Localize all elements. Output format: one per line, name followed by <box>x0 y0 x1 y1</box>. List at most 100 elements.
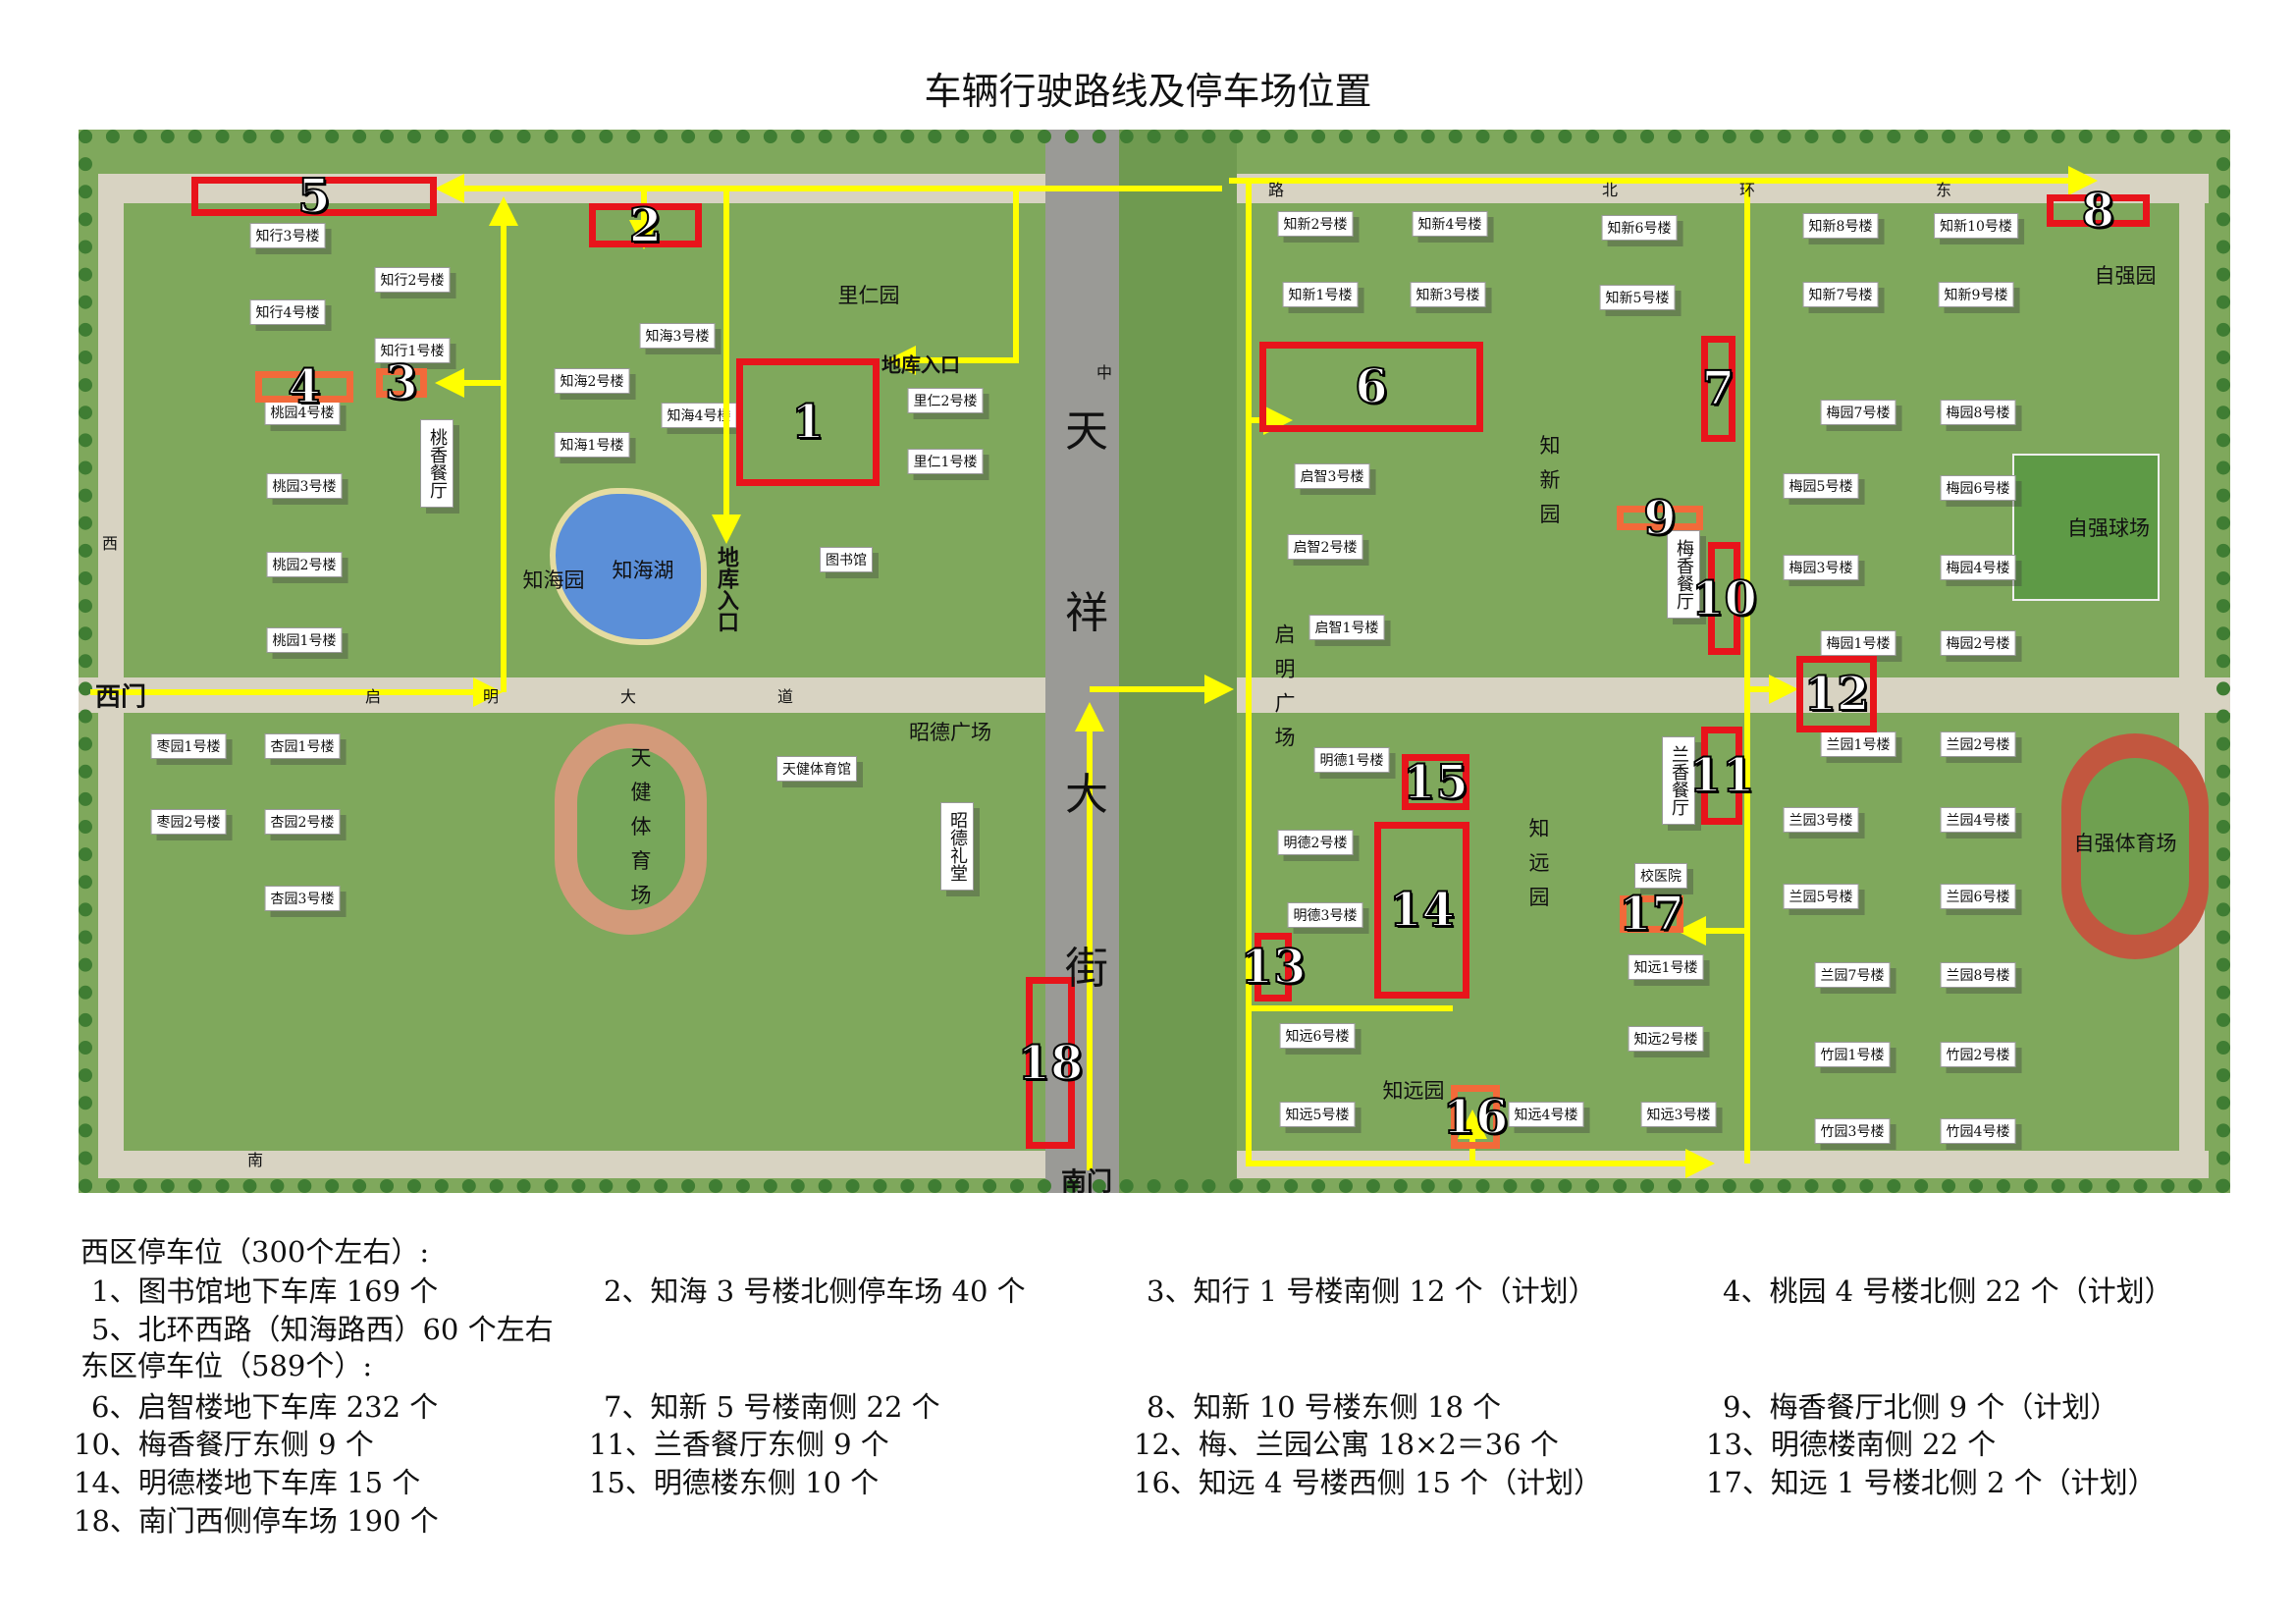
legend-item: 6、启智楼地下车库 232 个 <box>91 1390 439 1424</box>
building-label: 兰园2号楼 <box>1940 731 2016 757</box>
parking-number: 8 <box>2081 183 2115 240</box>
building-label: 梅园6号楼 <box>1940 475 2016 501</box>
building-label: 知远1号楼 <box>1628 954 1704 980</box>
parking-marker-7: 7 <box>1701 336 1735 442</box>
area-label: 自强球场 <box>2067 516 2150 540</box>
legend-item: 10、梅香餐厅东侧 9 个 <box>74 1428 374 1461</box>
building-label: 兰香餐厅 <box>1662 736 1695 825</box>
building-label: 知新2号楼 <box>1277 211 1354 237</box>
building-label: 桃园1号楼 <box>266 627 343 653</box>
west-ring-road <box>98 174 124 1175</box>
legend-item: 1、图书馆地下车库 169 个 <box>91 1274 439 1308</box>
area-label: 里仁园 <box>837 284 900 307</box>
street-char: 祥 <box>1065 588 1108 638</box>
building-label: 梅园8号楼 <box>1940 400 2016 425</box>
building-label: 梅园4号楼 <box>1940 555 2016 580</box>
building-label: 昭德礼堂 <box>940 802 974 891</box>
parking-marker-4: 4 <box>255 358 353 415</box>
parking-marker-8: 8 <box>2047 183 2150 240</box>
parking-number: 7 <box>1701 360 1735 417</box>
parking-number: 9 <box>1642 490 1677 547</box>
route-south-loop <box>1246 1008 1715 1178</box>
legend-item: 5、北环西路（知海路西）60 个左右 <box>91 1313 554 1346</box>
legend-item: 3、知行 1 号楼南侧 12 个（计划） <box>1147 1274 1597 1308</box>
building-label: 竹园1号楼 <box>1814 1042 1891 1067</box>
area-label: 启明广场 <box>1272 623 1296 761</box>
legend-item: 14、明德楼地下车库 15 个 <box>74 1466 421 1499</box>
area-label: 昭德广场 <box>909 721 991 744</box>
street-char: 大 <box>1065 770 1108 820</box>
legend-item: 9、梅香餐厅北侧 9 个（计划） <box>1723 1390 2119 1424</box>
building-label: 明德2号楼 <box>1277 830 1354 855</box>
parking-number: 15 <box>1402 754 1469 811</box>
area-label: 知新园 <box>1537 434 1561 538</box>
road-label: 路 <box>1267 181 1285 199</box>
legend-item: 15、明德楼东侧 10 个 <box>589 1466 880 1499</box>
median-green-strip <box>1119 130 1237 1193</box>
building-label: 知远2号楼 <box>1628 1026 1704 1052</box>
parking-marker-11: 11 <box>1688 727 1755 825</box>
building-label: 梅园2号楼 <box>1940 630 2016 656</box>
building-label: 知行2号楼 <box>374 267 451 293</box>
parking-marker-12: 12 <box>1796 656 1877 732</box>
area-label: 自强园 <box>2094 264 2157 288</box>
building-label: 启智1号楼 <box>1308 615 1385 640</box>
building-label: 知远6号楼 <box>1279 1023 1356 1049</box>
parking-number: 14 <box>1388 882 1456 939</box>
parking-marker-18: 18 <box>1017 977 1084 1149</box>
road-label: 东 <box>1935 181 1952 199</box>
building-label: 兰园4号楼 <box>1940 807 2016 833</box>
parking-marker-3: 3 <box>376 354 427 411</box>
parking-number: 11 <box>1688 747 1756 804</box>
parking-marker-13: 13 <box>1240 933 1307 1001</box>
area-label: 知海园 <box>522 568 585 592</box>
building-label: 知行1号楼 <box>374 338 451 363</box>
building-label: 杏园2号楼 <box>264 809 341 835</box>
building-label: 竹园2号楼 <box>1940 1042 2016 1067</box>
building-label: 枣园2号楼 <box>150 809 227 835</box>
building-label: 天健体育馆 <box>776 756 857 782</box>
building-label: 竹园4号楼 <box>1940 1118 2016 1144</box>
building-label: 启智2号楼 <box>1287 534 1363 560</box>
building-label: 明德3号楼 <box>1287 902 1363 928</box>
parking-number: 10 <box>1690 570 1758 627</box>
legend-item: 7、知新 5 号楼南侧 22 个 <box>604 1390 940 1424</box>
street-char: 街 <box>1065 944 1108 994</box>
lake <box>550 488 707 645</box>
area-label: 知远园 <box>1526 817 1550 921</box>
tianxiang-street <box>1045 130 1119 1193</box>
area-label: 自强体育场 <box>2073 832 2177 855</box>
road-label: 南 <box>246 1151 264 1169</box>
building-label: 知新4号楼 <box>1412 211 1488 237</box>
parking-marker-9: 9 <box>1617 490 1703 547</box>
parking-number: 18 <box>1017 1035 1085 1092</box>
building-label: 知新1号楼 <box>1282 282 1359 307</box>
road-label: 西 <box>101 534 119 553</box>
parking-number: 2 <box>628 197 663 254</box>
parking-number: 6 <box>1354 358 1388 415</box>
garage-entrance-label: 地库入口 <box>714 546 739 632</box>
east-ring-road <box>2179 174 2205 1175</box>
tree-border <box>79 130 2230 1193</box>
building-label: 桃园2号楼 <box>266 552 343 577</box>
building-label: 桃园4号楼 <box>264 400 341 425</box>
parking-number: 12 <box>1803 666 1871 723</box>
legend-item: 8、知新 10 号楼东侧 18 个 <box>1147 1390 1502 1424</box>
road-label: 道 <box>776 687 794 706</box>
building-label: 知新6号楼 <box>1601 215 1678 241</box>
building-label: 兰园3号楼 <box>1783 807 1859 833</box>
road-label: 环 <box>1738 181 1756 199</box>
building-label: 校医院 <box>1634 863 1687 889</box>
page-title: 车辆行驶路线及停车场位置 <box>924 70 1372 113</box>
building-label: 里仁1号楼 <box>907 449 984 474</box>
building-label: 知海2号楼 <box>554 368 630 394</box>
building-label: 梅园5号楼 <box>1783 473 1859 499</box>
building-label: 知远5号楼 <box>1279 1102 1356 1127</box>
sports-field <box>2012 454 2160 601</box>
building-label: 兰园7号楼 <box>1814 962 1891 988</box>
parking-marker-16: 16 <box>1442 1085 1509 1149</box>
building-label: 启智3号楼 <box>1294 463 1370 489</box>
campus-map: 知行3号楼知行2号楼知行4号楼知行1号楼桃园4号楼桃园3号楼桃园2号楼桃园1号楼… <box>79 130 2230 1193</box>
building-label: 梅香餐厅 <box>1667 530 1700 619</box>
building-label: 梅园7号楼 <box>1820 400 1896 425</box>
